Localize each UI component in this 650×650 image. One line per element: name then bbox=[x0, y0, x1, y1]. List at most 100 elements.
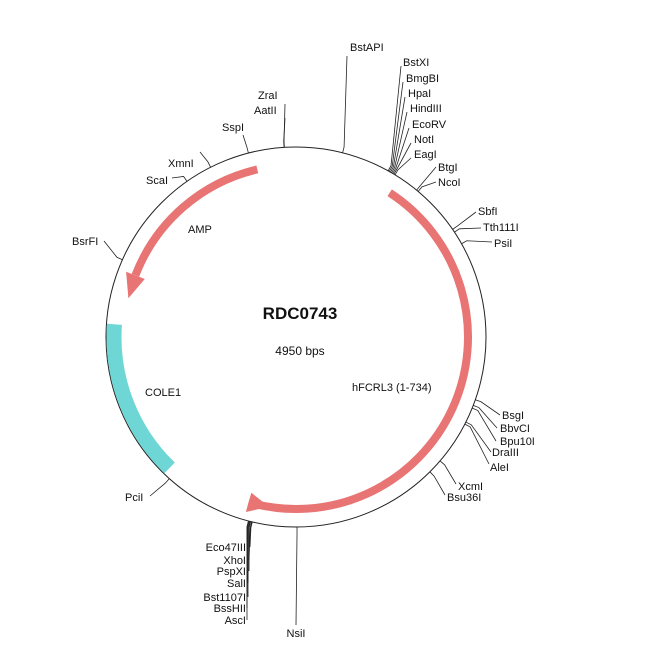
enzyme-leader-line bbox=[475, 399, 501, 416]
enzyme-leader-line bbox=[417, 181, 437, 192]
enzyme-site-bmgbi[interactable]: BmgBI bbox=[388, 73, 439, 172]
enzyme-site-sspi[interactable]: SspI bbox=[222, 122, 249, 154]
enzyme-site-pspxi[interactable]: PspXI bbox=[217, 521, 252, 578]
enzyme-label: NsiI bbox=[287, 628, 306, 640]
enzyme-leader-line bbox=[452, 211, 477, 230]
enzyme-site-scai[interactable]: ScaI bbox=[146, 175, 188, 187]
enzyme-site-bsgi[interactable]: BsgI bbox=[475, 399, 524, 422]
enzyme-leader-line bbox=[472, 407, 497, 442]
enzyme-site-btgi[interactable]: BtgI bbox=[416, 162, 458, 191]
enzyme-label: HpaI bbox=[408, 88, 431, 100]
enzyme-label: Tth111I bbox=[483, 222, 519, 234]
plasmid-name: RDC0743 bbox=[263, 304, 338, 323]
enzyme-leader-line bbox=[393, 142, 412, 175]
enzyme-label: BmgBI bbox=[406, 73, 439, 85]
enzyme-site-eco47iii[interactable]: Eco47III bbox=[206, 521, 253, 554]
enzyme-site-eagi[interactable]: EagI bbox=[394, 149, 437, 176]
feature-hfcrl3-arc[interactable] bbox=[247, 189, 472, 513]
enzyme-label: EagI bbox=[414, 149, 437, 161]
enzyme-leader-line bbox=[342, 55, 348, 153]
enzyme-leader-line bbox=[242, 134, 249, 154]
enzyme-site-bpu10i[interactable]: Bpu10I bbox=[472, 407, 535, 448]
enzyme-leader-line bbox=[465, 421, 492, 453]
enzyme-leader-line bbox=[248, 521, 252, 572]
enzyme-label: BstXI bbox=[403, 57, 429, 69]
enzyme-site-tth111i[interactable]: Tth111I bbox=[454, 222, 519, 234]
enzyme-site-zrai[interactable]: ZraI bbox=[258, 90, 286, 148]
feature-arc-cole1[interactable] bbox=[106, 323, 175, 474]
enzyme-label: HindIII bbox=[410, 103, 442, 115]
enzyme-label: Bst1107I bbox=[203, 592, 246, 604]
enzyme-leader-line bbox=[283, 103, 286, 148]
enzyme-label: BbvCI bbox=[500, 423, 530, 435]
enzyme-site-sbfi[interactable]: SbfI bbox=[452, 206, 498, 230]
enzyme-label: DraIII bbox=[492, 447, 519, 459]
enzyme-label: AscI bbox=[225, 615, 246, 627]
enzyme-label: PsiI bbox=[494, 238, 512, 250]
enzyme-site-bstxi[interactable]: BstXI bbox=[387, 57, 429, 172]
enzyme-leader-line bbox=[246, 520, 249, 621]
enzyme-site-ecorv[interactable]: EcoRV bbox=[392, 119, 447, 174]
enzyme-label: AleI bbox=[490, 462, 509, 474]
enzyme-label: SalI bbox=[227, 578, 246, 590]
enzyme-leader-line bbox=[454, 227, 482, 233]
enzyme-leader-line bbox=[387, 65, 402, 172]
enzyme-site-pcii[interactable]: PciI bbox=[125, 478, 170, 504]
enzyme-site-bstapi[interactable]: BstAPI bbox=[342, 42, 384, 153]
enzyme-leader-line bbox=[473, 405, 498, 429]
enzyme-site-xcmi[interactable]: XcmI bbox=[439, 460, 483, 493]
enzyme-leader-line bbox=[388, 81, 404, 172]
enzyme-site-hindiii[interactable]: HindIII bbox=[391, 103, 442, 173]
enzyme-label: BssHII bbox=[214, 603, 246, 615]
enzyme-leader-line bbox=[439, 460, 457, 485]
enzyme-site-aatii[interactable]: AatII bbox=[254, 105, 286, 148]
enzyme-leader-line bbox=[464, 423, 490, 465]
enzyme-site-psii[interactable]: PsiI bbox=[461, 238, 513, 250]
enzyme-leader-line bbox=[103, 240, 123, 261]
enzyme-leader-line bbox=[171, 176, 188, 182]
enzyme-site-bsu36i[interactable]: Bsu36I bbox=[429, 471, 481, 504]
enzyme-label: ScaI bbox=[146, 175, 168, 187]
backbone-circle bbox=[105, 146, 487, 528]
enzyme-leader-line bbox=[429, 471, 446, 496]
plasmid-size: 4950 bps bbox=[275, 344, 324, 358]
enzyme-label: AatII bbox=[254, 105, 277, 117]
enzyme-site-ncoi[interactable]: NcoI bbox=[417, 177, 461, 192]
enzyme-label: XcmI bbox=[458, 481, 483, 493]
enzyme-site-xmni[interactable]: XmnI bbox=[168, 151, 211, 170]
enzyme-leader-line bbox=[295, 526, 298, 626]
enzyme-site-bbvci[interactable]: BbvCI bbox=[473, 405, 530, 435]
enzyme-label: NcoI bbox=[438, 177, 461, 189]
enzyme-label: Bpu10I bbox=[500, 436, 535, 448]
enzyme-label: PciI bbox=[125, 492, 143, 504]
enzyme-label: EcoRV bbox=[412, 119, 447, 131]
enzyme-site-hpai[interactable]: HpaI bbox=[390, 88, 431, 173]
enzyme-label: SbfI bbox=[478, 206, 498, 218]
enzyme-site-noti[interactable]: NotI bbox=[393, 134, 434, 175]
enzyme-site-asci[interactable]: AscI bbox=[225, 520, 249, 627]
enzyme-site-draiii[interactable]: DraIII bbox=[465, 421, 519, 459]
feature-label-hfcrl3: hFCRL3 (1-734) bbox=[352, 382, 431, 394]
enzyme-label: Eco47III bbox=[206, 542, 246, 554]
enzyme-site-alei[interactable]: AleI bbox=[464, 423, 509, 474]
enzyme-leader-line bbox=[199, 151, 211, 168]
enzyme-site-bsrfi[interactable]: BsrFI bbox=[72, 236, 123, 261]
enzyme-label: SspI bbox=[222, 122, 244, 134]
enzyme-label: Bsu36I bbox=[447, 492, 481, 504]
enzyme-site-nsii[interactable]: NsiI bbox=[287, 526, 306, 640]
enzyme-leader-line bbox=[391, 111, 408, 173]
feature-label-cole1: COLE1 bbox=[145, 387, 181, 399]
enzyme-leader-line bbox=[394, 157, 412, 176]
enzyme-site-bst1107i[interactable]: Bst1107I bbox=[203, 521, 250, 604]
enzyme-label: BsrFI bbox=[72, 236, 98, 248]
enzyme-label: XmnI bbox=[168, 158, 194, 170]
enzyme-label: ZraI bbox=[258, 90, 278, 102]
enzyme-label: BstAPI bbox=[350, 42, 384, 54]
enzyme-label: BtgI bbox=[438, 162, 458, 174]
feature-amp-arc[interactable] bbox=[131, 165, 259, 277]
enzyme-leader-line bbox=[249, 521, 253, 548]
feature-amp-arrowhead-icon bbox=[126, 271, 145, 299]
enzyme-label: PspXI bbox=[217, 566, 246, 578]
enzyme-leader-line bbox=[149, 478, 170, 497]
